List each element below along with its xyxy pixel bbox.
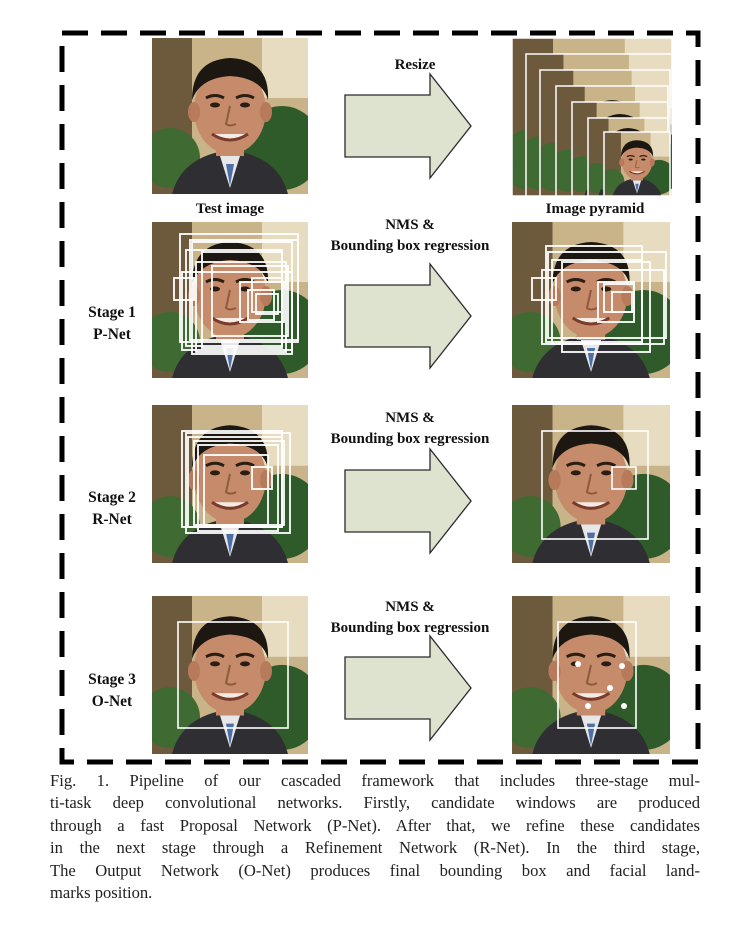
stage-3-arrow [344, 634, 472, 742]
candidate-box [185, 249, 283, 347]
stage-2-title: Stage 2 [88, 489, 136, 506]
nms-label-1-a: NMS & [385, 217, 435, 233]
stage-1-title: Stage 1 [88, 304, 136, 321]
candidate-box [185, 432, 291, 534]
rnet-candidate-boxes [181, 430, 291, 534]
stage-2-network: R-Net [92, 511, 132, 528]
candidate-box [181, 271, 293, 351]
nms-label-3-b: Bounding box regression [330, 620, 490, 636]
stage-3-title: Stage 3 [88, 671, 136, 688]
caption-line-3: through a fast Proposal Network (P-Net).… [50, 815, 700, 835]
pyramid-stack [512, 38, 672, 196]
stage-3-label: Stage 3 O-Net [57, 669, 167, 713]
nms-label-1-b: Bounding box regression [330, 238, 490, 254]
onet-candidate-boxes [177, 621, 289, 729]
candidate-box [541, 430, 649, 540]
candidate-box [541, 269, 665, 345]
candidate-box [547, 251, 667, 339]
caption-line-1: Fig. 1. Pipeline of our cascaded framewo… [50, 771, 700, 790]
figure-caption: Fig. 1. Pipeline of our cascaded framewo… [50, 770, 700, 904]
caption-line-2: ti-task deep convolutional networks. Fir… [50, 793, 700, 813]
candidate-box [251, 466, 273, 490]
stage-2-label: Stage 2 R-Net [57, 487, 167, 531]
rnet-output-image [512, 405, 670, 563]
image-pyramid-label: Image pyramid [545, 201, 645, 217]
candidate-box [611, 466, 637, 490]
candidate-box [211, 265, 289, 337]
candidate-box [177, 621, 289, 729]
candidate-box [247, 289, 275, 321]
image-pyramid [512, 38, 672, 196]
onet-input-image [152, 596, 308, 754]
candidate-box [239, 281, 285, 323]
landmark-point [575, 661, 581, 667]
candidate-box [561, 261, 651, 353]
candidate-box [173, 277, 195, 301]
test-image-label: Test image [195, 201, 265, 217]
landmark-point [607, 685, 613, 691]
candidate-box [255, 293, 279, 315]
candidate-box [191, 241, 293, 355]
nms-label-3-a: NMS & [385, 599, 435, 615]
resize-label: Resize [394, 57, 436, 73]
candidate-box [195, 261, 287, 353]
candidate-box [603, 283, 635, 313]
nms-label-2-b: Bounding box regression [330, 431, 490, 447]
candidate-box [611, 291, 633, 313]
caption-line-4: in the next stage through a Refinement N… [50, 838, 700, 858]
stage-3-network: O-Net [91, 693, 133, 710]
pyramid-level [598, 131, 672, 196]
candidate-box [189, 239, 299, 341]
stage-1-label: Stage 1 P-Net [57, 302, 167, 346]
test-image [152, 38, 308, 194]
nms-label-3: NMS & Bounding box regression [320, 597, 500, 639]
pnet-nms-boxes [531, 245, 667, 353]
landmark-point [619, 663, 625, 669]
candidate-box [201, 251, 283, 349]
nms-label-2: NMS & Bounding box regression [320, 408, 500, 450]
pnet-candidate-boxes [173, 233, 299, 355]
landmark-point [585, 703, 591, 709]
stage-2-arrow [344, 447, 472, 555]
resize-arrow [344, 72, 472, 180]
candidate-box [531, 277, 557, 301]
candidate-box [187, 436, 283, 528]
onet-output-image [512, 596, 670, 754]
candidate-box [551, 259, 643, 345]
stage-1-network: P-Net [93, 326, 131, 343]
onet-final-box-and-landmarks [557, 621, 637, 729]
candidate-box [197, 444, 279, 532]
caption-line-6: marks position. [50, 883, 153, 903]
landmark-point [621, 703, 627, 709]
rnet-input-image [152, 405, 308, 563]
nms-label-1: NMS & Bounding box regression [320, 215, 500, 257]
pnet-output-image [512, 222, 670, 378]
candidate-box [557, 621, 637, 729]
candidate-box [203, 454, 269, 526]
pnet-input-image [152, 222, 308, 378]
stage-1-arrow [344, 262, 472, 370]
caption-line-5: The Output Network (O-Net) produces fina… [50, 860, 700, 880]
rnet-nms-boxes [541, 430, 649, 540]
face-photo [152, 38, 308, 194]
candidate-box [193, 440, 285, 526]
candidate-box [545, 245, 643, 343]
nms-label-2-a: NMS & [385, 410, 435, 426]
